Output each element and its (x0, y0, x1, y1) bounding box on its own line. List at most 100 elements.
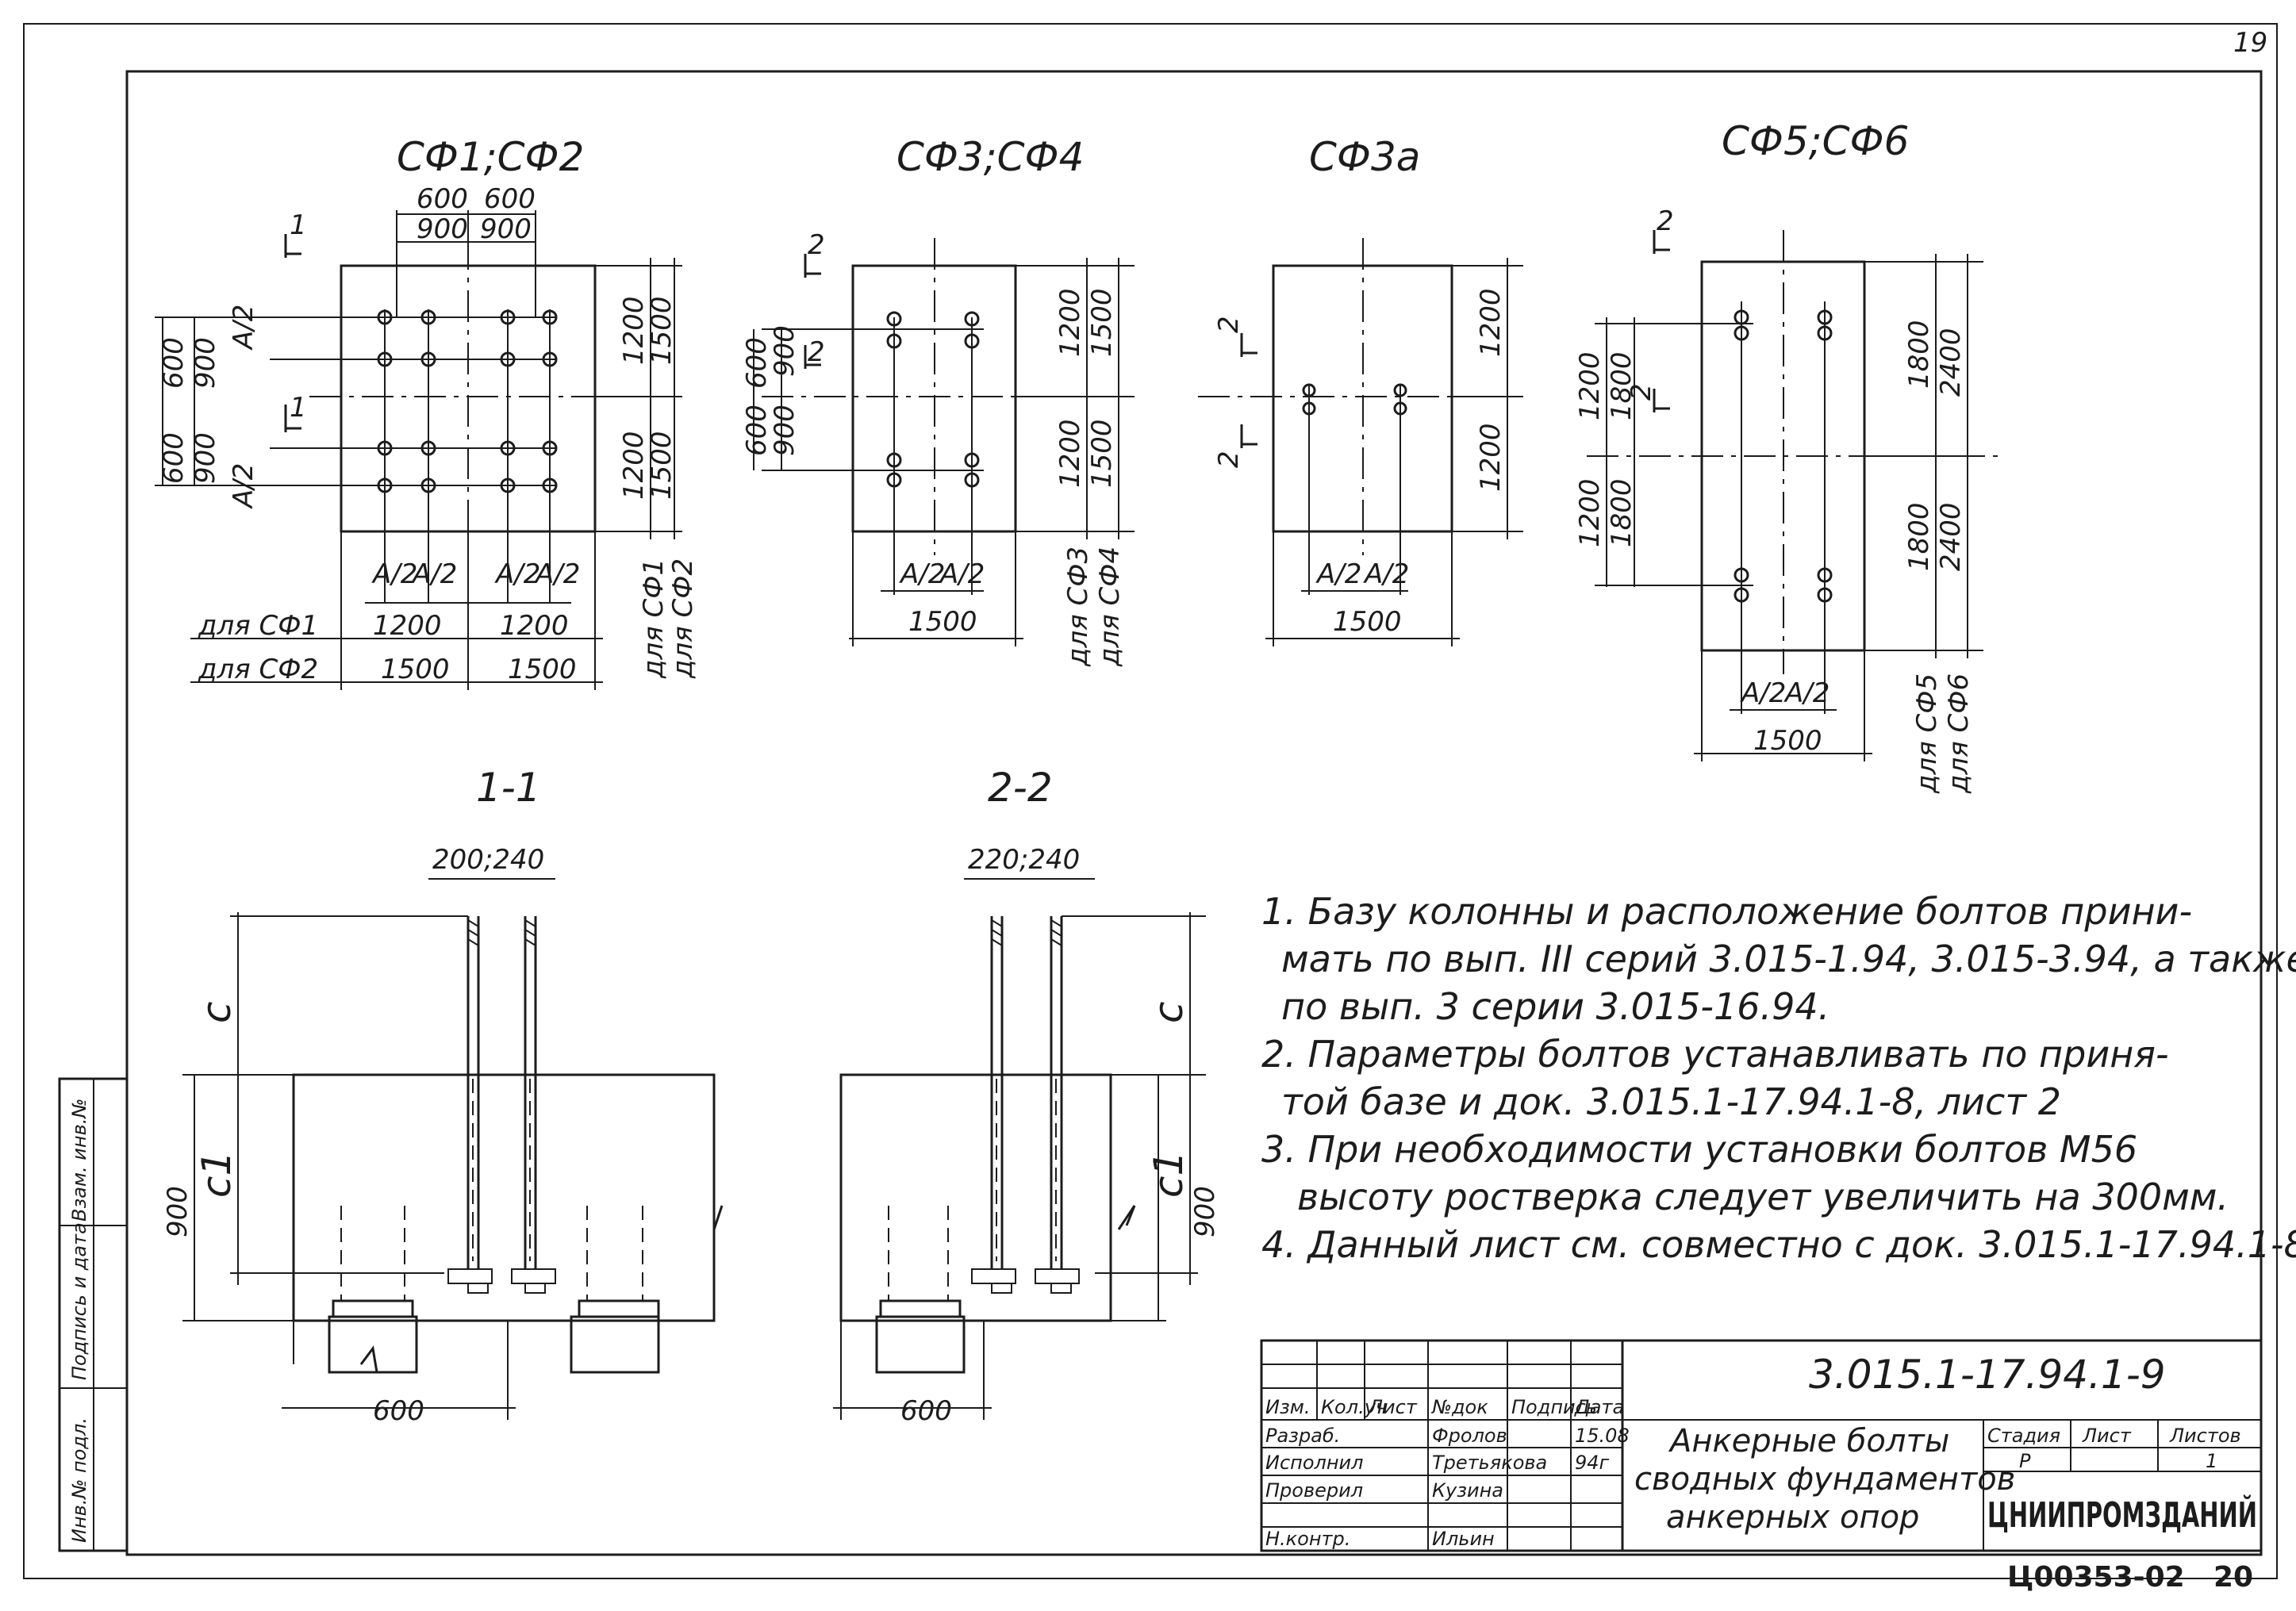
dim-right-1200-a: 1200 (1054, 288, 1086, 357)
note-line-1: 1. Базу колонны и расположение болтов пр… (1261, 890, 2192, 933)
dim-bottom-600: 600 (373, 1395, 424, 1427)
dim-right-1200-a: 1200 (1475, 288, 1507, 357)
tb-hdr-data: Дата (1574, 1396, 1624, 1418)
dim-right-2400-b: 2400 (1935, 502, 1967, 571)
section-title: 1-1 (476, 765, 541, 811)
tb-row1-date: 15.08 (1575, 1425, 1630, 1447)
section-mark-2a: 2 (1213, 316, 1245, 333)
tb-row2-role: Исполнил (1265, 1452, 1364, 1474)
dim-right-1200-b: 1200 (618, 431, 650, 500)
side-stamp-inv-orig: Инв.№ подл. (68, 1417, 90, 1543)
archive-stamp: Ц00353-02 (2007, 1561, 2185, 1594)
drawing-title-line-3: анкерных опор (1666, 1499, 1919, 1536)
tb-row2-date: 94г (1575, 1452, 1610, 1474)
dim-right-1200-b: 1200 (1475, 423, 1507, 492)
pile-cap (292, 1073, 716, 1322)
dim-top-c: 900 (417, 213, 468, 245)
dim-right-1500-b: 1500 (646, 431, 678, 500)
dim-right-1800-b: 1800 (1903, 502, 1935, 571)
tb-hdr-kol: Кол.уч (1321, 1396, 1387, 1418)
dim-half-2: A/2 (939, 558, 985, 590)
dim-bottom-600: 600 (900, 1395, 952, 1427)
dim-half-a: A/2 (228, 305, 259, 351)
note-line-6: 3. При необходимости установки болтов М5… (1261, 1128, 2137, 1171)
note-line-8: 4. Данный лист см. совместно с док. 3.01… (1261, 1223, 2296, 1266)
dim-right-1500-a: 1500 (646, 296, 678, 365)
section-mark-2b: 2 (1213, 451, 1245, 468)
dim-right-1200-a: 1200 (618, 296, 650, 365)
dim-half-bottom-1: A/2 (371, 558, 417, 590)
note-line-3: по вып. 3 серии 3.015-16.94. (1281, 985, 1830, 1028)
tb-row3-name: Кузина (1432, 1479, 1503, 1502)
section-mark-1b: 1 (290, 392, 307, 424)
dim-left-600-a: 600 (158, 337, 190, 389)
dim-half-2: A/2 (1363, 558, 1409, 590)
side-stamp-inv-dup: Взам. инв.№ (68, 1099, 90, 1222)
tb-row4-role: Н.контр. (1265, 1528, 1350, 1550)
dim-half-b: A/2 (228, 463, 259, 509)
tb-hdr-list: Лист (1368, 1396, 1418, 1418)
dim-right-1800-a: 1800 (1903, 320, 1935, 389)
section-1-1: 1-1 200;240 с (162, 765, 724, 1427)
view-title: СФ3а (1309, 134, 1420, 180)
label-for-sf5: для СФ5 (1911, 673, 1943, 794)
dim-right-1200-b: 1200 (1054, 419, 1086, 488)
note-line-4: 2. Параметры болтов устанавливать по при… (1261, 1033, 2169, 1076)
note-line-5: той базе и док. 3.015.1-17.94.1-8, лист … (1281, 1080, 2061, 1123)
tb-stage-header: Стадия (1987, 1425, 2060, 1447)
section-mark-1a: 1 (290, 209, 307, 241)
dim-half-bottom-3: A/2 (494, 558, 540, 590)
doc-code: 3.015.1-17.94.1-9 (1809, 1352, 2166, 1398)
tb-hdr-podp: Подпись (1511, 1396, 1597, 1418)
tb-row1-role: Разраб. (1265, 1425, 1340, 1447)
dim-c1: с1 (1146, 1151, 1192, 1198)
dim-bottom-1500-b: 1500 (508, 654, 577, 685)
tb-row1-name: Фролов (1432, 1425, 1507, 1447)
section-2-2: 2-2 220;240 с с1 900 (833, 765, 1221, 1427)
label-for-sf1: для СФ1 (198, 610, 318, 642)
dim-bottom: 1500 (1333, 606, 1402, 638)
bolt-holes (886, 311, 980, 488)
inner-frame (125, 70, 2263, 1556)
side-stamp: Взам. инв.№ Подпись и дата Инв.№ подл. (58, 1077, 129, 1552)
dim-left-900-b: 900 (769, 405, 801, 456)
dim-top-a: 600 (417, 183, 468, 215)
dim-bottom-1200-a: 1200 (373, 610, 442, 642)
dim-left-900-a: 900 (769, 325, 801, 377)
tb-row2-name: Третьякова (1432, 1452, 1547, 1474)
label-for-sf4: для СФ4 (1094, 547, 1126, 667)
dim-right-1500-a: 1500 (1086, 288, 1118, 357)
note-line-7: высоту ростверка следует увеличить на 30… (1297, 1176, 2229, 1218)
page-number: 19 (2233, 27, 2267, 59)
label-for-sf1-vertical: для СФ1 (638, 558, 670, 679)
dim-bottom: 1500 (1753, 725, 1822, 757)
note-line-2: мать по вып. III серий 3.015-1.94, 3.015… (1281, 938, 2296, 980)
dim-left-600-b: 600 (158, 432, 190, 484)
dim-half-bottom-2: A/2 (411, 558, 457, 590)
organization-name: ЦНИИПРОМЗДАНИЙ (1987, 1494, 2257, 1536)
label-for-sf2-vertical: для СФ2 (667, 558, 699, 679)
view-sf3a: СФ3а 2 2 1200 1200 A/2 A/2 1500 (1198, 134, 1523, 646)
section-top-dim: 200;240 (432, 844, 544, 876)
dim-right-1500-b: 1500 (1086, 419, 1118, 488)
view-sf1-sf2: СФ1;СФ2 (155, 134, 699, 690)
view-title: СФ1;СФ2 (397, 134, 584, 180)
section-mark-2a: 2 (1657, 205, 1674, 237)
dim-half-1: A/2 (899, 558, 945, 590)
dim-c1: с1 (194, 1151, 240, 1198)
dim-right-2400-a: 2400 (1935, 328, 1967, 397)
dim-c: с (194, 1002, 240, 1024)
side-stamp-sign-date: Подпись и дата (68, 1222, 90, 1380)
dim-top-d: 900 (480, 213, 532, 245)
title-block: Изм. Кол.уч Лист №док Подпись Дата Разра… (1260, 1339, 2263, 1552)
dim-left-600-b: 600 (741, 405, 773, 456)
bolt-holes (1734, 309, 1833, 603)
dim-left-1200-a: 1200 (1574, 351, 1606, 420)
tb-row3-role: Проверил (1265, 1479, 1363, 1502)
dim-half-2: A/2 (1783, 677, 1830, 709)
label-for-sf6: для СФ6 (1943, 673, 1975, 794)
dim-bottom: 1500 (908, 606, 977, 638)
drawing-title-line-1: Анкерные болты (1668, 1423, 1949, 1459)
dim-half-1: A/2 (1315, 558, 1361, 590)
